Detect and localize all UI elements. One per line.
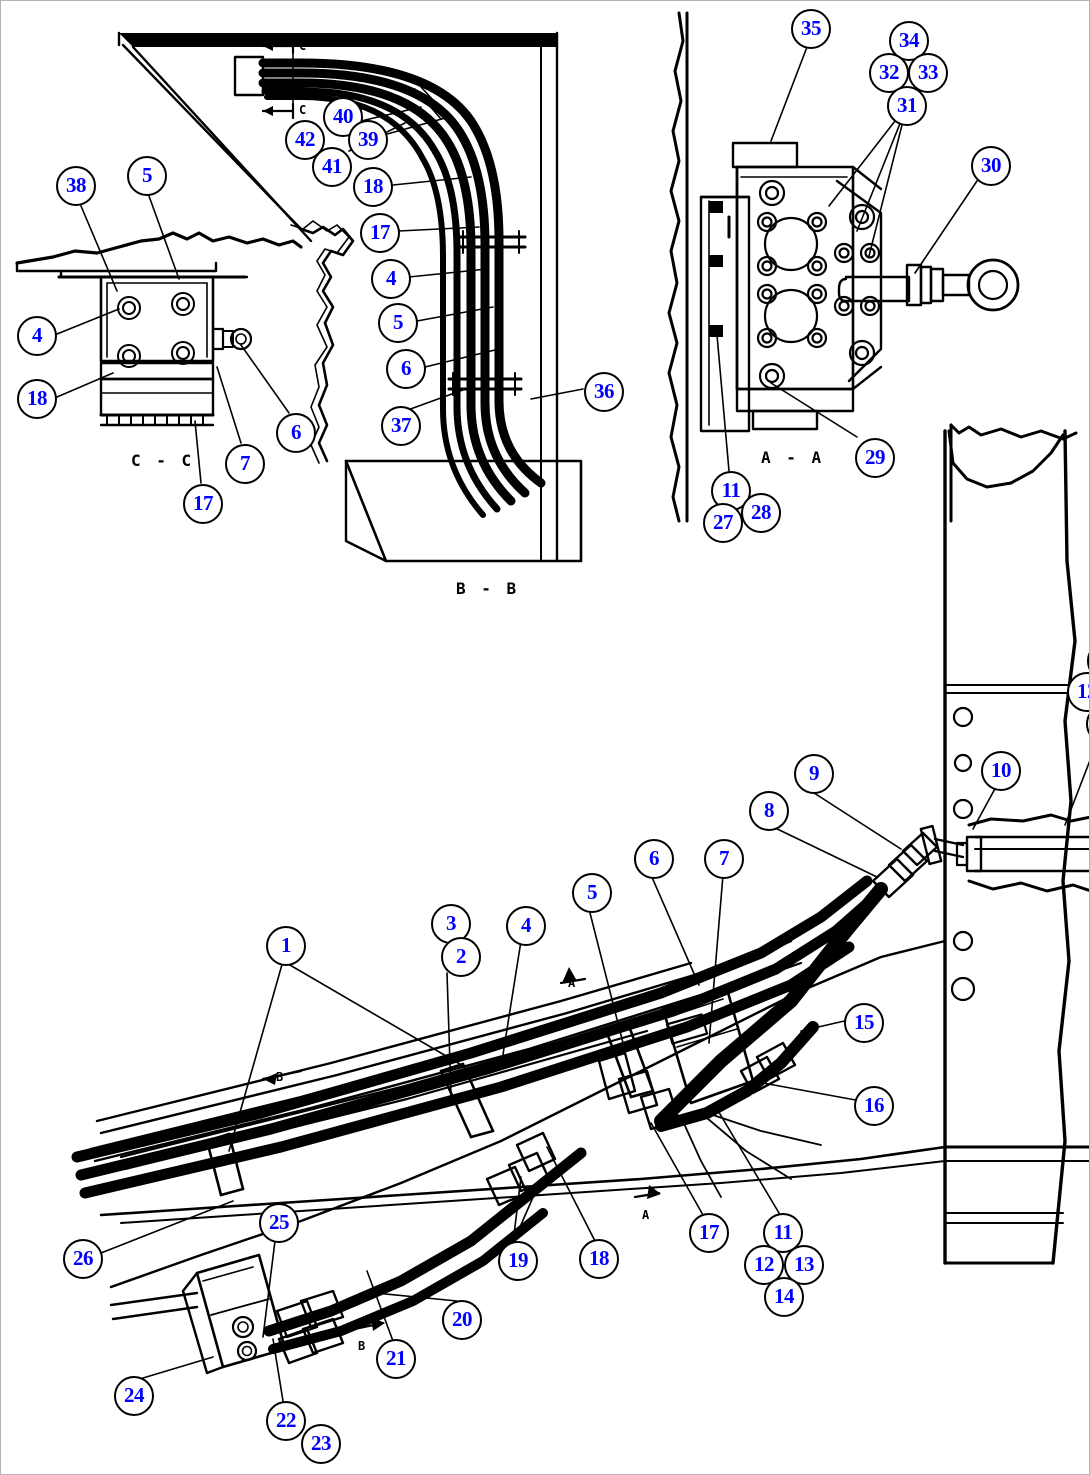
main-assembly-geometry <box>71 429 1089 1375</box>
callout-balloon-13[interactable]: 13 <box>784 1245 824 1285</box>
mark-a-upper: A <box>568 976 577 990</box>
section-aa-geometry <box>667 11 1078 523</box>
callout-balloon-35[interactable]: 35 <box>791 9 831 49</box>
callout-balloon-30[interactable]: 30 <box>971 146 1011 186</box>
callout-balloon-9[interactable]: 9 <box>794 754 834 794</box>
callout-balloon-37[interactable]: 37 <box>381 406 421 446</box>
section-cc-geometry <box>15 231 303 427</box>
section-bb-geometry <box>117 31 583 563</box>
sec-cc: C - C <box>131 451 195 470</box>
callout-balloon-39[interactable]: 39 <box>348 120 388 160</box>
callout-balloon-31[interactable]: 31 <box>887 86 927 126</box>
mark-b-upper: B <box>276 1070 285 1084</box>
callout-balloon-16[interactable]: 16 <box>854 1086 894 1126</box>
callout-balloon-18[interactable]: 18 <box>353 167 393 207</box>
sec-bb: B - B <box>456 579 520 598</box>
callout-balloon-33[interactable]: 33 <box>908 53 948 93</box>
callout-balloon-17[interactable]: 17 <box>689 1213 729 1253</box>
callout-balloon-10[interactable]: 10 <box>981 751 1021 791</box>
callout-balloon-6[interactable]: 6 <box>276 413 316 453</box>
mark-a-lower: A <box>642 1208 651 1222</box>
callout-balloon-24[interactable]: 24 <box>114 1376 154 1416</box>
mark-c-bottom: C <box>299 103 308 117</box>
callout-balloon-18[interactable]: 18 <box>579 1239 619 1279</box>
callout-balloon-2[interactable]: 2 <box>441 937 481 977</box>
callout-balloon-26[interactable]: 26 <box>63 1239 103 1279</box>
callout-balloon-15[interactable]: 15 <box>844 1003 884 1043</box>
callout-balloon-6[interactable]: 6 <box>386 349 426 389</box>
callout-balloon-23[interactable]: 23 <box>301 1424 341 1464</box>
mark-c-top: C <box>299 39 308 53</box>
callout-balloon-12[interactable]: 12 <box>1067 672 1089 712</box>
callout-balloon-7[interactable]: 7 <box>704 839 744 879</box>
callout-balloon-17[interactable]: 17 <box>360 213 400 253</box>
sec-aa: A - A <box>761 448 825 467</box>
callout-balloon-38[interactable]: 38 <box>56 166 96 206</box>
callout-balloon-36[interactable]: 36 <box>584 372 624 412</box>
mark-b-lower: B <box>358 1339 367 1353</box>
callout-balloon-21[interactable]: 21 <box>376 1339 416 1379</box>
callout-balloon-18[interactable]: 18 <box>17 379 57 419</box>
callout-balloon-22[interactable]: 22 <box>266 1401 306 1441</box>
callout-balloon-8[interactable]: 8 <box>749 791 789 831</box>
callout-balloon-5[interactable]: 5 <box>127 156 167 196</box>
callout-balloon-41[interactable]: 41 <box>312 147 352 187</box>
leader-lines <box>56 46 1089 1402</box>
callout-balloon-5[interactable]: 5 <box>572 873 612 913</box>
callout-balloon-19[interactable]: 19 <box>498 1241 538 1281</box>
callout-balloon-1[interactable]: 1 <box>266 926 306 966</box>
callout-balloon-27[interactable]: 27 <box>703 503 743 543</box>
callout-balloon-17[interactable]: 17 <box>183 484 223 524</box>
callout-balloon-7[interactable]: 7 <box>225 444 265 484</box>
callout-balloon-4[interactable]: 4 <box>371 259 411 299</box>
callout-balloon-6[interactable]: 6 <box>634 839 674 879</box>
callout-balloon-5[interactable]: 5 <box>378 303 418 343</box>
callout-balloon-14[interactable]: 14 <box>764 1277 804 1317</box>
callout-balloon-29[interactable]: 29 <box>855 438 895 478</box>
callout-balloon-4[interactable]: 4 <box>506 906 546 946</box>
callout-balloon-4[interactable]: 4 <box>17 316 57 356</box>
callout-balloon-20[interactable]: 20 <box>442 1300 482 1340</box>
callout-balloon-25[interactable]: 25 <box>259 1203 299 1243</box>
callout-balloon-28[interactable]: 28 <box>741 493 781 533</box>
